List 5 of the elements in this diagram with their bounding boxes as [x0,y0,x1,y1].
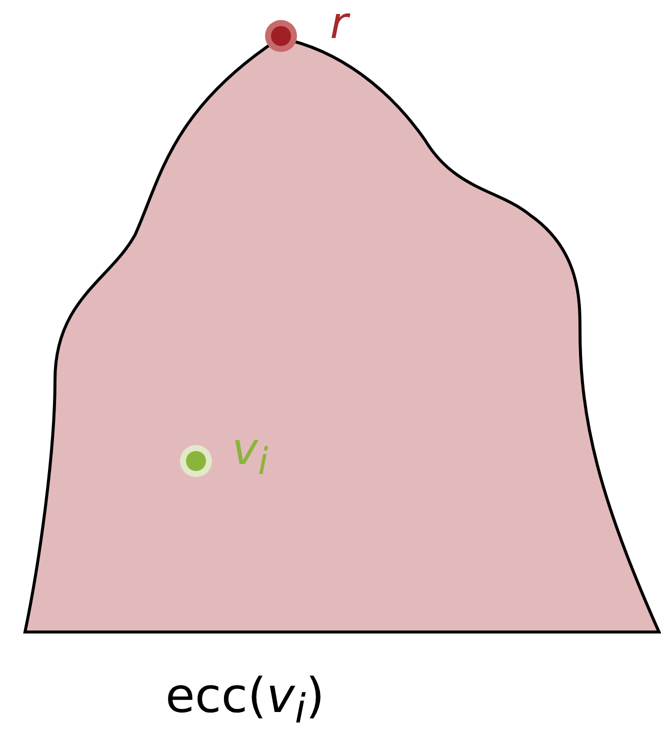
point-label: v$_{i}$ [232,428,268,480]
point-marker [180,445,212,477]
formula-caption: ecc(v$_{i}$) [165,668,325,724]
point-marker [265,20,297,52]
point-label: r [330,2,348,46]
